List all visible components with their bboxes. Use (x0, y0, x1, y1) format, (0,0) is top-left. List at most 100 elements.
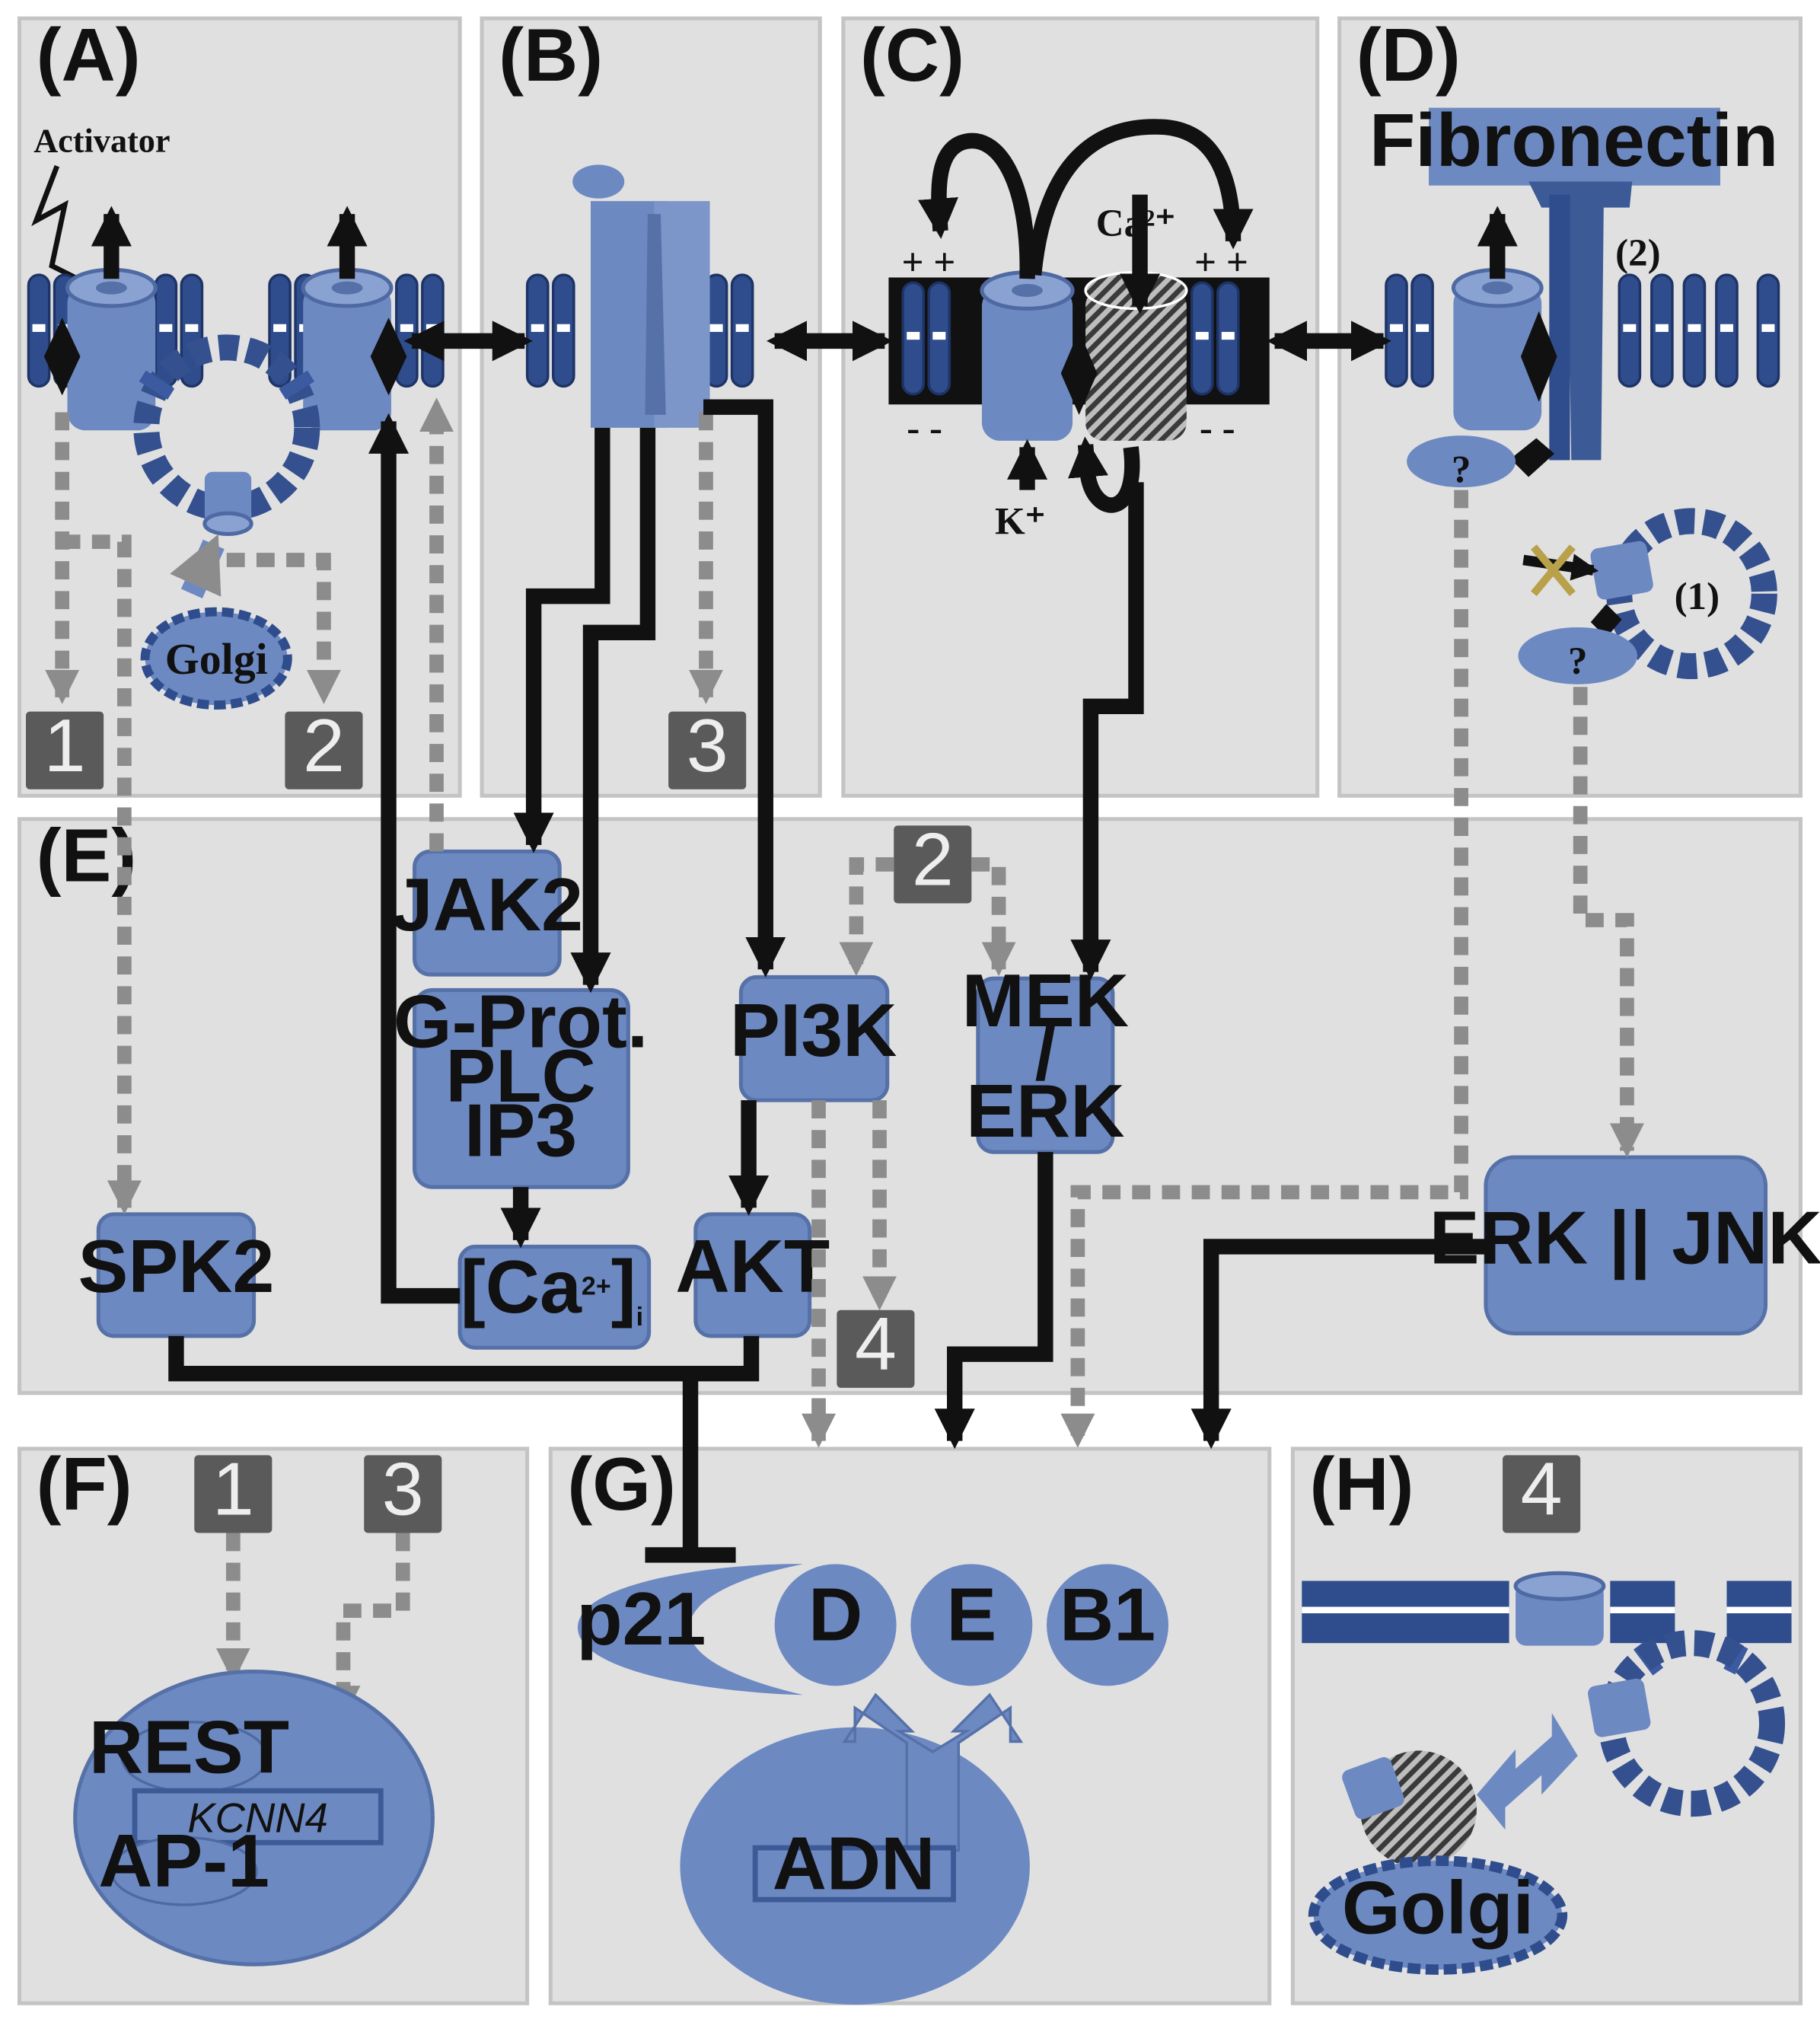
dna-label: ADN (773, 1821, 935, 1905)
p21-label: p21 (576, 1577, 706, 1660)
spk2-box: SPK2 (78, 1212, 275, 1338)
double-arrow-icon (1477, 1713, 1578, 1830)
diamond-icon (1060, 330, 1098, 415)
cyclin-e-circle (910, 1564, 1033, 1686)
panel-label-g: (G) (567, 1442, 676, 1526)
svg-text:4: 4 (855, 1302, 897, 1386)
diamond-icon (370, 317, 407, 396)
vesicle-channel-icon (202, 471, 253, 536)
kca-channel-icon (980, 270, 1075, 441)
golgi-label-h: Golgi (1342, 1865, 1534, 1949)
svg-text:1: 1 (44, 703, 86, 787)
svg-text:2: 2 (912, 818, 954, 901)
panel-label-a: (A) (37, 13, 141, 97)
svg-text:JAK2: JAK2 (391, 863, 583, 946)
erk-jnk-box: ERK || JNK (1430, 1155, 1820, 1335)
gprot-box: G-Prot. PLC IP3 (394, 979, 648, 1189)
panel-f-content: 1 3 REST KCNN4 AP-1 (73, 1447, 442, 1967)
lightning-icon (31, 164, 77, 280)
svg-text:ERK || JNK: ERK || JNK (1430, 1196, 1820, 1281)
panel-label-d: (D) (1356, 13, 1461, 97)
svg-text:AKT: AKT (675, 1224, 830, 1308)
signaling-arrows (168, 399, 1486, 1563)
panel-h-content: 4 Golgi (1302, 1447, 1792, 1975)
svg-text:1: 1 (212, 1447, 254, 1531)
panel-label-b: (B) (499, 13, 603, 97)
cyclin-b1-circle (1047, 1564, 1169, 1686)
vesicle-channel-icon (1342, 1757, 1404, 1820)
blocked-channel-icon (1522, 541, 1653, 600)
unknown-protein-bottom (1518, 627, 1638, 684)
svg-text:2: 2 (303, 703, 345, 787)
activator-label: Activator (33, 122, 170, 159)
svg-text:4: 4 (1521, 1447, 1563, 1531)
channel-icon (65, 267, 158, 431)
minus-right: - - (1200, 407, 1235, 450)
vesicle-channel-icon (1588, 1678, 1651, 1737)
diamond-icon (1520, 311, 1557, 402)
pi3k-box: PI3K (730, 975, 897, 1102)
plus-left: + + (901, 241, 955, 284)
membrane-h (1302, 1581, 1792, 1644)
number-box-4-h: 4 (1503, 1447, 1581, 1533)
panel-label-h: (H) (1309, 1442, 1414, 1526)
number-box-1-f: 1 (194, 1447, 273, 1533)
number-box-1: 1 (26, 703, 104, 790)
cyclin-e-label: E (946, 1573, 996, 1657)
receptor-icon (572, 164, 710, 428)
cyclin-d-circle (774, 1564, 897, 1686)
svg-text:/: / (1035, 1012, 1056, 1096)
potassium-label: K⁺ (995, 500, 1046, 543)
svg-text:[Ca2+]i: [Ca2+]i (461, 1245, 643, 1332)
panel-e-content: JAK2 G-Prot. PLC IP3 PI3K MEK / ERK ERK … (78, 818, 1820, 1388)
channel-icon (1451, 267, 1544, 431)
panel-label-c: (C) (860, 13, 964, 97)
calcium-box: [Ca2+]i (457, 1244, 652, 1350)
panel-b-content: 3 (528, 164, 753, 790)
minus-left: - - (907, 407, 942, 450)
p21-crescent (577, 1564, 804, 1695)
panel-g-content: p21 D E B1 ADN (576, 1564, 1169, 2005)
number-box-4-e: 4 (837, 1302, 915, 1388)
rest-label: REST (89, 1705, 289, 1788)
number-box-2-e: 2 (894, 818, 972, 904)
fibronectin-label: Fibronectin (1369, 98, 1778, 182)
unknown-protein-top (1407, 435, 1516, 488)
gene-bar (132, 1788, 384, 1845)
golgi-label: Golgi (165, 634, 268, 684)
gene-label: KCNN4 (187, 1795, 328, 1842)
dna-bar (752, 1845, 956, 1903)
question-top: ? (1452, 448, 1471, 491)
golgi-icon (140, 607, 292, 710)
plus-right: + + (1194, 241, 1248, 284)
jak2-box: JAK2 (391, 849, 583, 977)
channel-icon (1513, 1571, 1606, 1646)
mek-erk-box: MEK / ERK (962, 959, 1129, 1154)
cyclin-b1-label: B1 (1060, 1573, 1155, 1657)
number-box-3-f: 3 (364, 1447, 442, 1533)
akt-box: AKT (675, 1212, 830, 1338)
fibronectin-box (1429, 107, 1720, 186)
channel-icon (301, 267, 394, 431)
expression-arrow-icon (842, 1692, 1024, 1852)
svg-text:PI3K: PI3K (730, 988, 897, 1072)
panel-label-f: (F) (37, 1442, 132, 1526)
panel-d-content: Fibronectin (2) ? (1) ? (1369, 98, 1780, 684)
svg-text:G-Prot.: G-Prot. (394, 979, 648, 1063)
cyclin-d-label: D (808, 1573, 862, 1657)
number-box-3: 3 (668, 703, 747, 790)
svg-text:PLC: PLC (445, 1034, 595, 1118)
question-bottom: ? (1568, 640, 1588, 683)
svg-text:SPK2: SPK2 (78, 1224, 275, 1308)
marker-1-label: (1) (1675, 576, 1720, 618)
svg-text:IP3: IP3 (464, 1088, 577, 1172)
panel-c-content: + + + + - - - - Ca²⁺ K⁺ (888, 119, 1270, 543)
golgi-icon (1308, 1855, 1568, 1975)
number-box-2: 2 (285, 703, 363, 790)
svg-text:3: 3 (687, 703, 728, 787)
ap1-label: AP-1 (98, 1819, 269, 1903)
integrin-icon (1528, 181, 1633, 461)
svg-text:ERK: ERK (966, 1069, 1124, 1153)
ap1-oval (110, 1836, 258, 1906)
